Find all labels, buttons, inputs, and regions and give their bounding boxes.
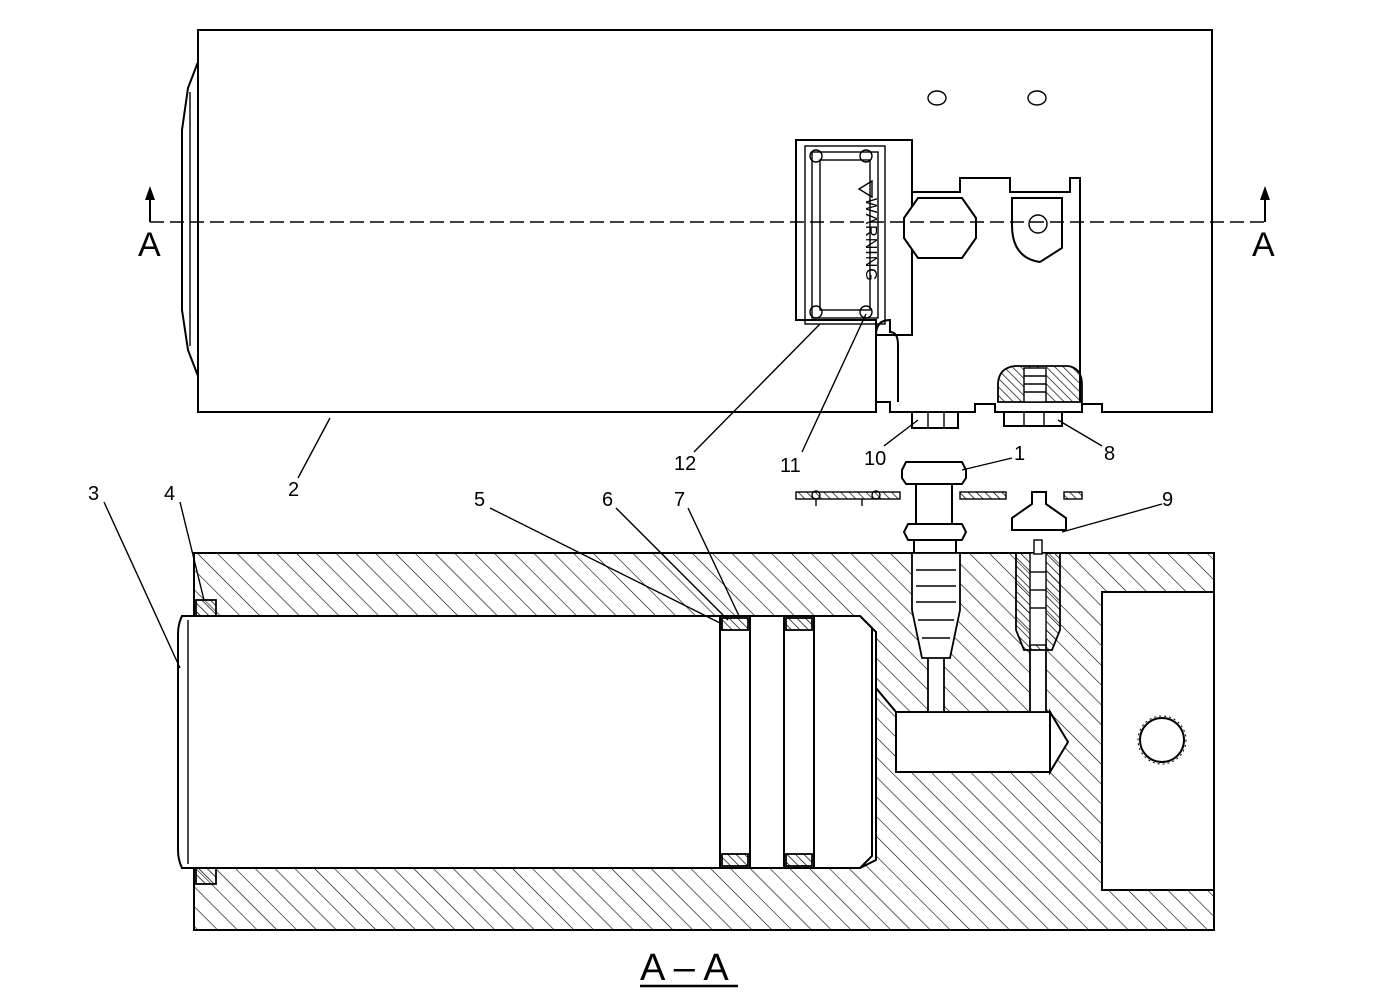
callout-2: 2 xyxy=(288,479,299,501)
callout-4: 4 xyxy=(164,483,175,505)
section-view xyxy=(177,539,1215,931)
section-marker-right: A xyxy=(1252,226,1275,264)
callout-1: 1 xyxy=(1014,443,1025,465)
callout-5: 5 xyxy=(474,489,485,511)
mount-hole-left xyxy=(927,90,947,106)
pivot-pin xyxy=(1139,717,1185,763)
leader-lines xyxy=(103,313,1163,669)
callout-10: 10 xyxy=(864,448,886,470)
callout-3: 3 xyxy=(88,483,99,505)
wiper-4 xyxy=(195,599,217,617)
callout-8: 8 xyxy=(1104,443,1115,465)
callout-6: 6 xyxy=(602,489,613,511)
callout-7: 7 xyxy=(674,489,685,511)
section-line: A A xyxy=(138,186,1275,264)
section-title: A – A xyxy=(640,947,729,989)
piston-land-1 xyxy=(719,615,751,869)
hex-plug xyxy=(903,197,977,259)
warning-label: WARNING xyxy=(862,198,879,282)
bracket-hole xyxy=(1028,214,1048,234)
piston-rod xyxy=(177,615,721,869)
callout-9: 9 xyxy=(1162,489,1173,511)
callouts: 1 2 3 4 5 6 7 8 9 10 11 12 xyxy=(88,443,1173,511)
exploded-parts xyxy=(795,461,1083,641)
section-marker-left: A xyxy=(138,226,161,264)
nut-8 xyxy=(1003,411,1063,427)
bolt-1 xyxy=(901,461,967,485)
top-view: WARNING xyxy=(181,29,1213,429)
nut-10 xyxy=(911,411,959,429)
callout-11: 11 xyxy=(780,455,801,477)
piston-land-2 xyxy=(783,615,815,869)
seal-6 xyxy=(721,617,749,631)
seal-7 xyxy=(785,617,813,631)
mount-hole-right xyxy=(1027,90,1047,106)
warning-plate: WARNING xyxy=(795,139,913,336)
callout-12: 12 xyxy=(674,453,696,475)
